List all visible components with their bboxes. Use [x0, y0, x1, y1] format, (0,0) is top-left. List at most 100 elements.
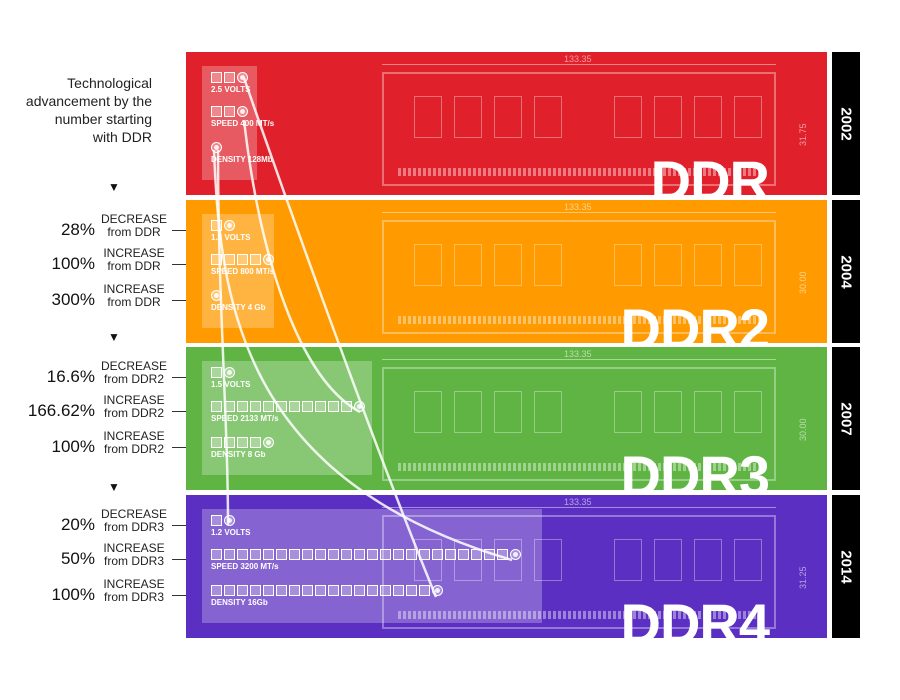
width-dimension-line [382, 212, 776, 213]
memory-chip [734, 539, 762, 581]
unit-square [497, 549, 508, 560]
memory-chip [654, 244, 682, 286]
speed-units [211, 254, 276, 265]
change-direction: INCREASE [103, 429, 165, 443]
unit-square [406, 549, 417, 560]
unit-square [302, 585, 313, 596]
change-direction: INCREASE [103, 393, 165, 407]
change-reference: from DDR2 [103, 406, 164, 420]
down-arrow-icon: ▼ [108, 480, 120, 494]
generation-name: DDR4 [620, 592, 770, 639]
width-dimension-line [382, 64, 776, 65]
speed-units [211, 106, 250, 117]
change-reference: from DDR [107, 295, 161, 309]
unit-square [224, 220, 235, 231]
memory-chip [534, 96, 562, 138]
module-height-label: 30.00 [798, 271, 808, 294]
generation-name: DDR [650, 149, 770, 196]
change-direction: INCREASE [103, 282, 165, 296]
change-percent: 100% [51, 254, 95, 273]
change-percent: 300% [51, 290, 95, 309]
intro-line: with DDR [92, 129, 152, 145]
module-height-label: 31.75 [798, 123, 808, 146]
unit-square [263, 549, 274, 560]
unit-square [354, 585, 365, 596]
unit-square [263, 401, 274, 412]
width-dimension-line [382, 507, 776, 508]
intro-line: advancement by the [25, 93, 152, 109]
unit-square [380, 549, 391, 560]
module-pins [398, 168, 760, 176]
memory-chip [414, 96, 442, 138]
memory-chip [734, 391, 762, 433]
year-label: 2014 [837, 549, 855, 584]
module-pins [398, 463, 760, 471]
module-width-label: 133.35 [564, 497, 592, 507]
unit-square [341, 401, 352, 412]
density-units [211, 142, 224, 153]
speed-label: SPEED 2133 MT/s [211, 414, 279, 423]
unit-square [237, 549, 248, 560]
volts-units [211, 220, 237, 231]
density-units [211, 290, 224, 301]
density-label: DENSITY 128Mb [211, 155, 273, 164]
unit-square [224, 72, 235, 83]
volts-units [211, 515, 237, 526]
unit-square [224, 367, 235, 378]
change-reference: from DDR3 [103, 590, 164, 604]
change-percent: 100% [51, 437, 95, 456]
unit-square [211, 549, 222, 560]
unit-square [224, 549, 235, 560]
memory-chip [494, 244, 522, 286]
unit-square [211, 290, 222, 301]
speed-units [211, 549, 523, 560]
speed-label: SPEED 3200 MT/s [211, 562, 279, 571]
change-reference: from DDR3 [103, 520, 164, 534]
unit-square [224, 437, 235, 448]
change-percent: 16.6% [46, 367, 95, 386]
unit-square [263, 437, 274, 448]
density-units [211, 437, 276, 448]
volts-units [211, 367, 237, 378]
speed-label: SPEED 800 MT/s [211, 267, 275, 276]
memory-chip [534, 391, 562, 433]
memory-chip [414, 244, 442, 286]
volts-label: 1.8 VOLTS [211, 233, 251, 242]
memory-chip [654, 539, 682, 581]
density-label: DENSITY 16Gb [211, 598, 268, 607]
year-column: 2007 [832, 347, 860, 490]
year-label: 2002 [837, 106, 855, 141]
unit-square [276, 549, 287, 560]
year-column: 2014 [832, 495, 860, 638]
unit-square [276, 401, 287, 412]
unit-square [237, 106, 248, 117]
unit-square [237, 72, 248, 83]
unit-square [211, 401, 222, 412]
change-direction: INCREASE [103, 541, 165, 555]
unit-square [250, 254, 261, 265]
memory-chip [734, 244, 762, 286]
density-label: DENSITY 4 Gb [211, 303, 266, 312]
change-percent: 20% [60, 515, 95, 534]
unit-square [289, 549, 300, 560]
year-column: 2002 [832, 52, 860, 195]
unit-square [445, 549, 456, 560]
volts-label: 1.2 VOLTS [211, 528, 251, 537]
memory-chip [654, 96, 682, 138]
unit-square [328, 401, 339, 412]
intro-line: number starting [54, 111, 152, 127]
unit-square [224, 515, 235, 526]
unit-square [289, 585, 300, 596]
change-direction: INCREASE [103, 246, 165, 260]
unit-square [211, 515, 222, 526]
unit-square [315, 549, 326, 560]
unit-square [237, 585, 248, 596]
unit-square [419, 549, 430, 560]
memory-chip [454, 244, 482, 286]
